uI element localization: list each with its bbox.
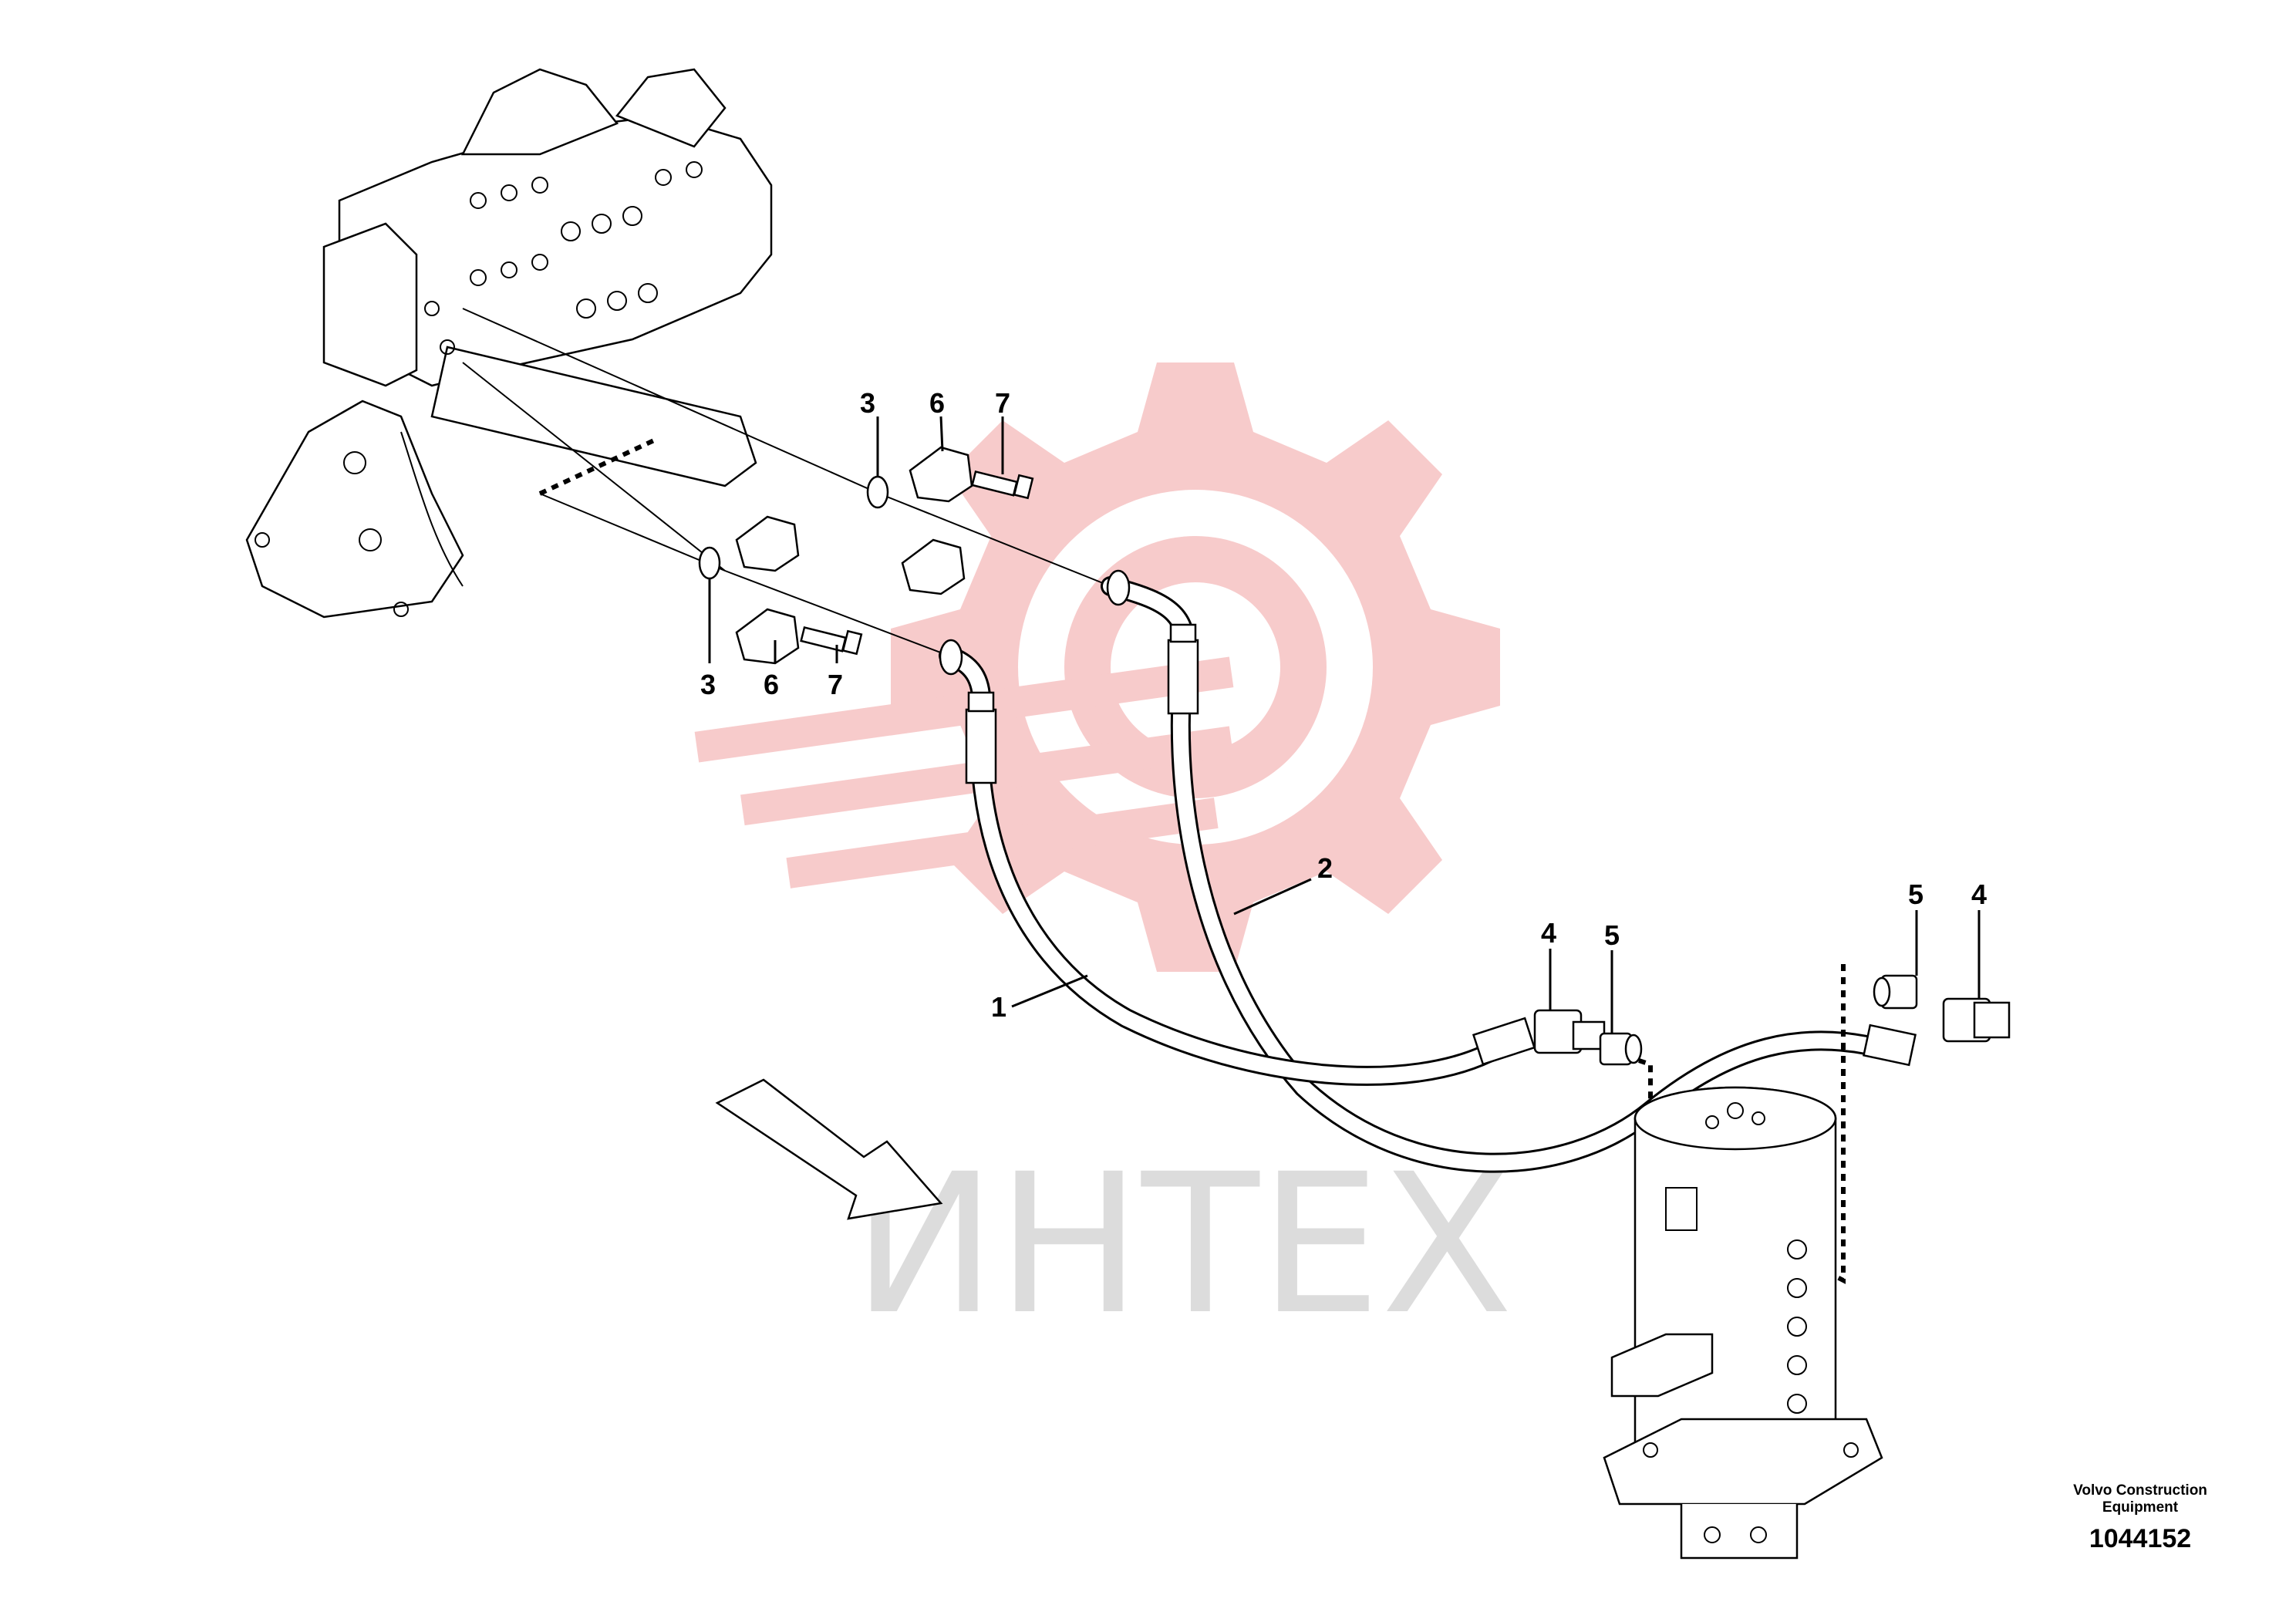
hose-2 bbox=[1101, 569, 1876, 1173]
flange-half-lower-a bbox=[735, 515, 800, 572]
dashed-connection-right bbox=[1811, 964, 1846, 1284]
bolt-upper bbox=[971, 470, 1034, 500]
hose-2-end-fitting bbox=[1863, 1023, 1917, 1067]
brand-name-line-1: Volvo Construction bbox=[2073, 1482, 2207, 1499]
fitting-elbow-left bbox=[1533, 1009, 1606, 1054]
callout-4-left: 4 bbox=[1541, 917, 1556, 949]
port-line-middle bbox=[462, 362, 726, 572]
callout-3-top: 3 bbox=[860, 387, 875, 419]
port-line-lower bbox=[539, 493, 726, 572]
o-ring-upper bbox=[866, 475, 889, 509]
callout-2: 2 bbox=[1317, 852, 1333, 884]
port-line-to-hose2 bbox=[878, 493, 1111, 587]
brand-name-line-2: Equipment bbox=[2102, 1499, 2179, 1516]
fitting-adapter-right bbox=[1873, 974, 1918, 1010]
fitting-elbow-right bbox=[1942, 997, 2011, 1043]
watermark-gear-icon bbox=[694, 363, 1500, 972]
callout-4-right: 4 bbox=[1971, 878, 1987, 910]
watermark-text: ИНТЕХ bbox=[852, 1132, 1513, 1357]
dashed-connection-valve bbox=[538, 437, 657, 496]
control-valve-block bbox=[245, 68, 773, 619]
flange-half-lower-b bbox=[735, 608, 800, 665]
callout-5-left: 5 bbox=[1604, 919, 1620, 951]
o-ring-lower bbox=[698, 546, 721, 580]
flange-half-upper-a bbox=[909, 446, 973, 503]
flange-half-upper-b bbox=[901, 538, 966, 595]
port-line-to-hose1 bbox=[724, 570, 949, 656]
callout-7-bottom: 7 bbox=[828, 669, 843, 700]
fitting-adapter-left bbox=[1599, 1032, 1643, 1066]
bolt-lower bbox=[800, 626, 863, 656]
callout-6-bottom: 6 bbox=[764, 669, 779, 700]
callout-5-right: 5 bbox=[1908, 878, 1923, 910]
callout-1: 1 bbox=[991, 991, 1006, 1023]
brand-block: Volvo Construction Equipment 1044152 bbox=[2055, 1482, 2225, 1554]
callout-6-top: 6 bbox=[929, 387, 945, 419]
port-line-upper bbox=[462, 308, 880, 494]
callout-3-bottom: 3 bbox=[700, 669, 716, 700]
forward-direction-arrow-icon bbox=[715, 1078, 943, 1220]
callout-7-top: 7 bbox=[995, 387, 1010, 419]
hose-1 bbox=[939, 639, 1536, 1086]
document-number: 1044152 bbox=[2089, 1524, 2192, 1553]
center-swivel-joint bbox=[1603, 1086, 1883, 1560]
